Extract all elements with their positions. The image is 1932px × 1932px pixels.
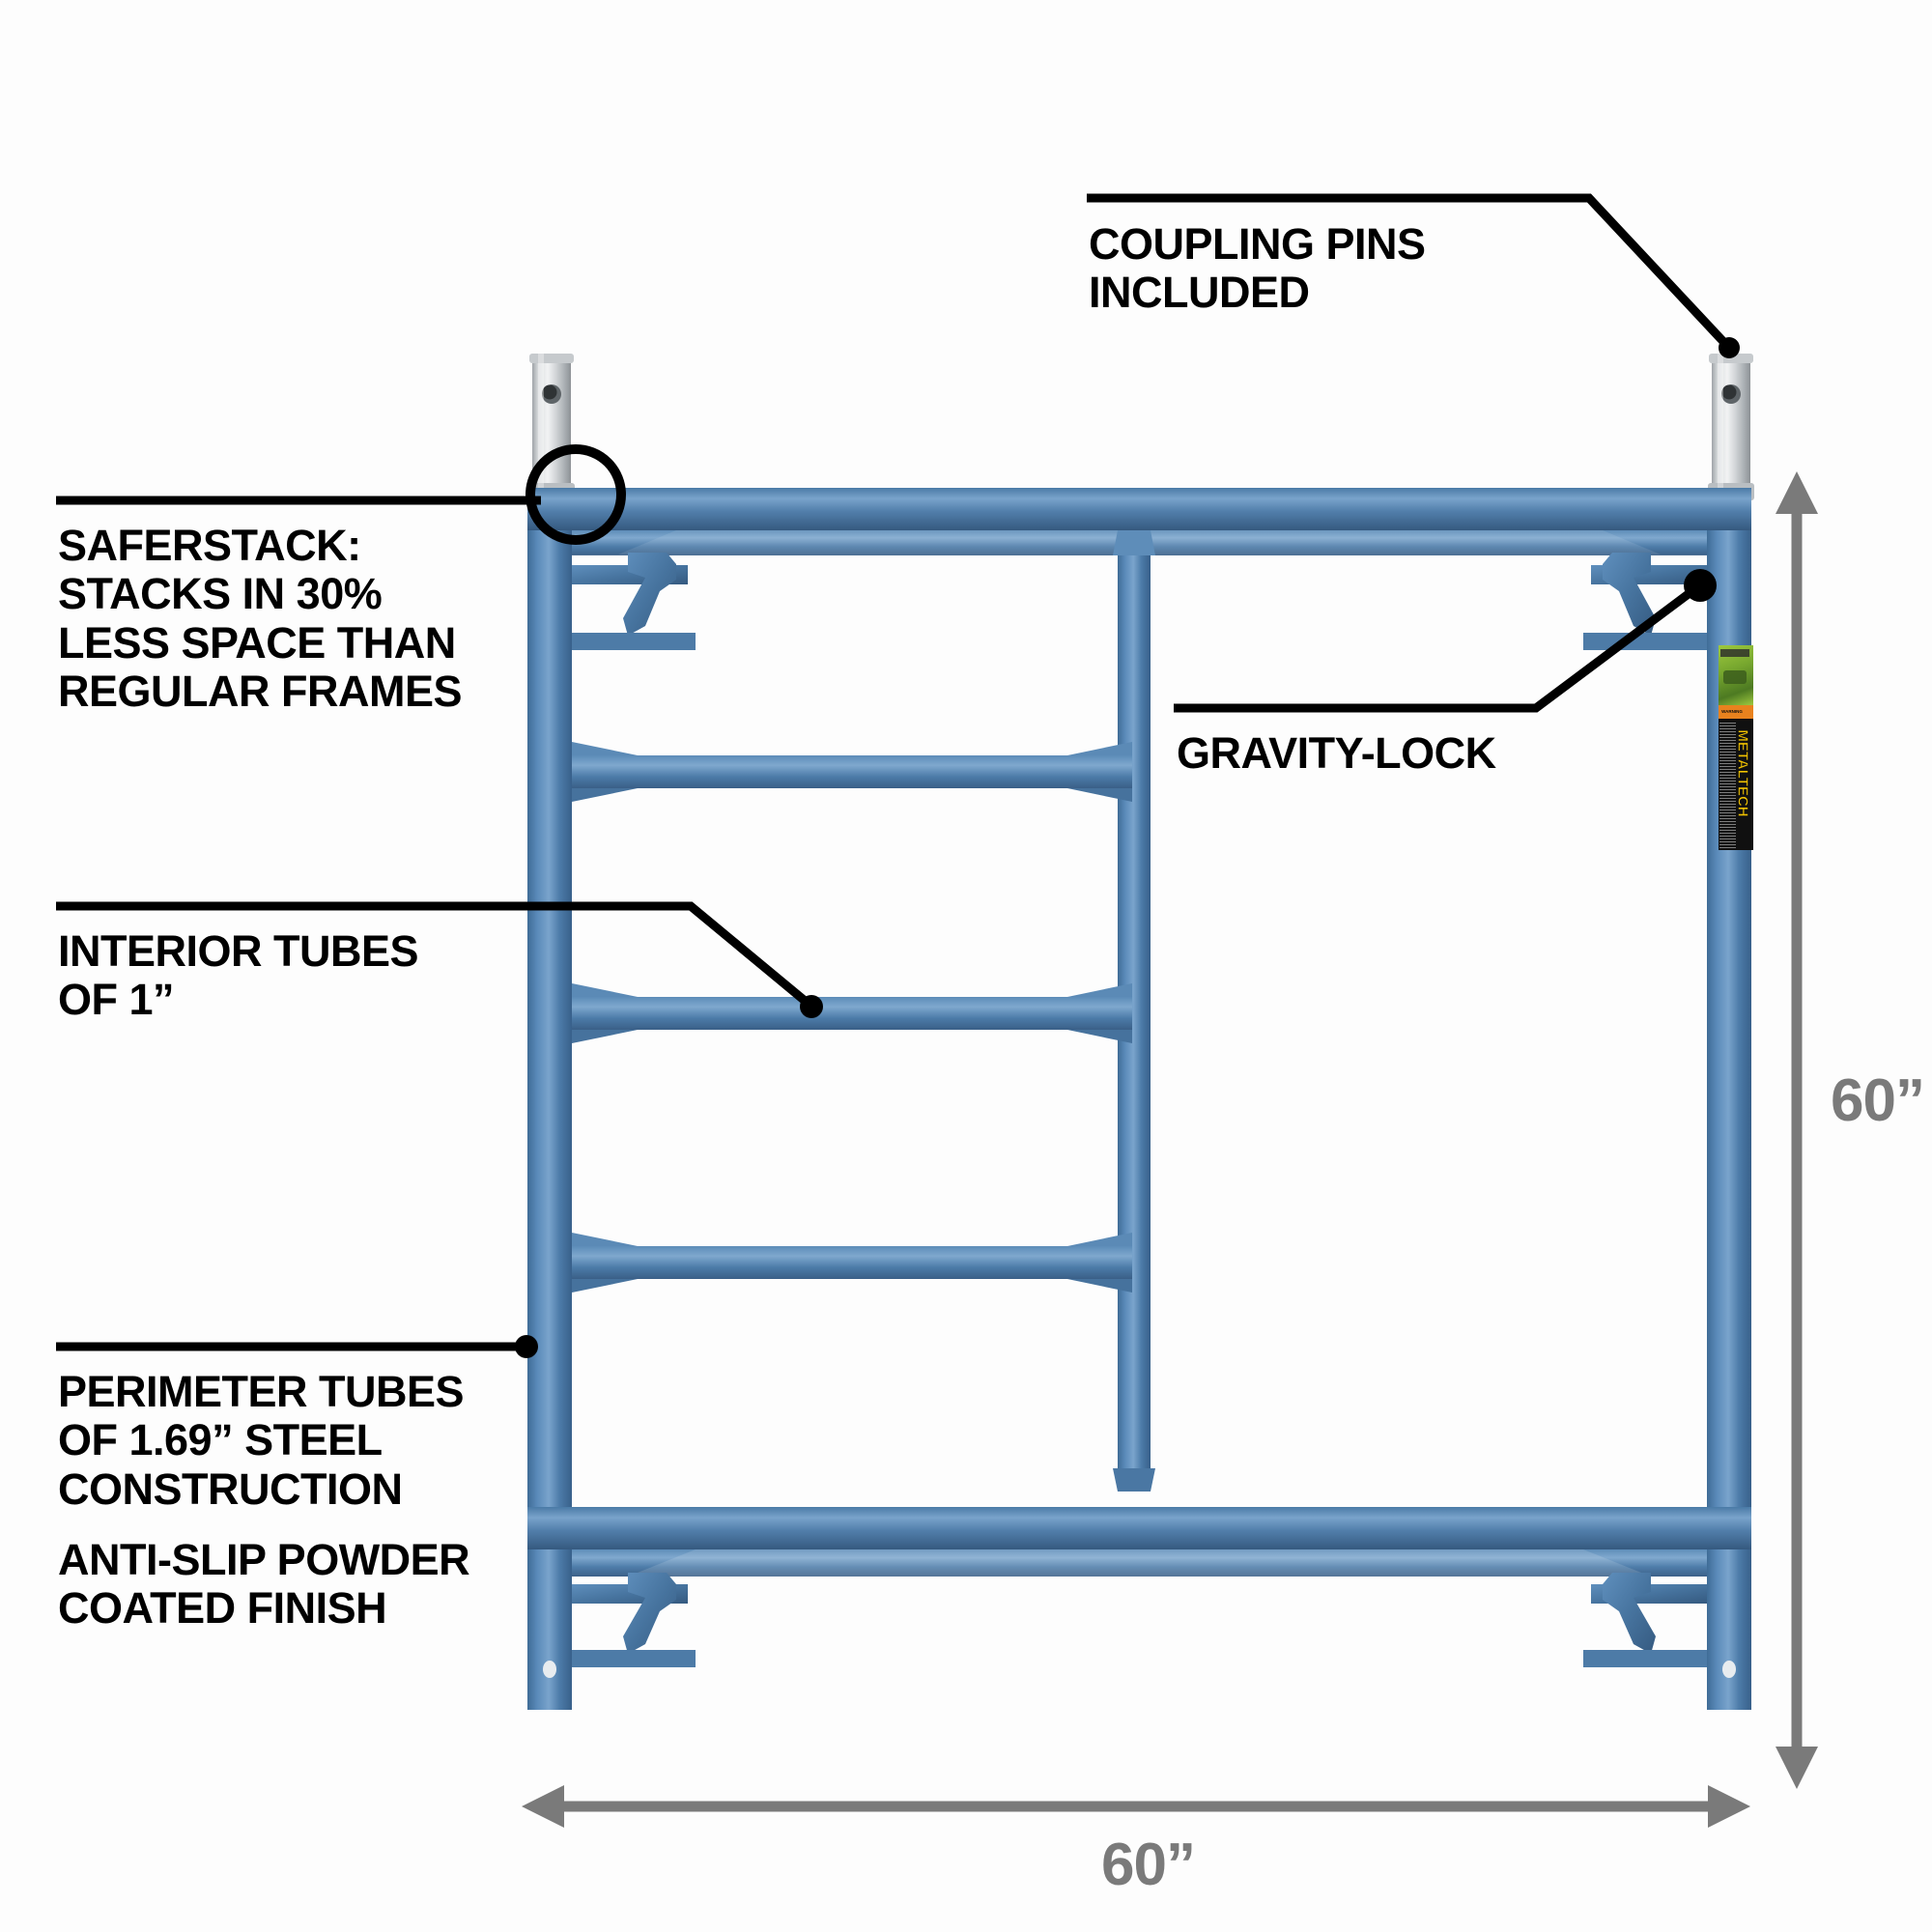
gravity-lock-bottom-right (1583, 1573, 1707, 1667)
dimension-label-height: 60” (1831, 1067, 1925, 1134)
callout-perimeter-tubes: PERIMETER TUBES OF 1.69” STEEL CONSTRUCT… (58, 1367, 465, 1514)
coupling-pin-right (1708, 354, 1754, 500)
left-perimeter-tube (527, 488, 572, 1710)
sticker-brand-band: METALTECH (1719, 719, 1753, 850)
dimension-arrow-width (522, 1785, 1750, 1828)
interior-rung-1 (572, 742, 1132, 802)
callout-gravity-lock: GRAVITY-LOCK (1177, 728, 1496, 778)
gravity-lock-bottom-left (572, 1573, 696, 1667)
metaltech-warning-sticker: WARNING METALTECH (1719, 645, 1753, 850)
top-horizontal-tube (527, 488, 1751, 530)
sticker-photo-band (1719, 645, 1753, 705)
callout-saferstack: SAFERSTACK: STACKS IN 30% LESS SPACE THA… (58, 521, 463, 717)
interior-rung-2 (572, 983, 1132, 1043)
saferstack-highlight-circle (526, 444, 626, 545)
callout-coupling-pins: COUPLING PINS INCLUDED (1089, 219, 1426, 318)
callout-anti-slip: ANTI-SLIP POWDER COATED FINISH (58, 1535, 470, 1634)
callout-interior-tubes: INTERIOR TUBES OF 1” (58, 926, 419, 1025)
sticker-warning-band: WARNING (1719, 705, 1753, 719)
bottom-horizontal-tube (527, 1507, 1751, 1549)
gravity-lock-top-left (572, 553, 696, 650)
leader-coupling-pins (1087, 193, 1740, 358)
leader-perimeter-tubes (56, 1335, 538, 1358)
leader-saferstack (56, 444, 626, 545)
interior-rung-3 (572, 1233, 1132, 1293)
leader-gravity-lock (1174, 569, 1717, 713)
sticker-warning-label: WARNING (1721, 709, 1743, 715)
dimension-arrow-height (1776, 471, 1818, 1789)
leader-interior-tubes (56, 901, 823, 1018)
dimension-label-width: 60” (1101, 1832, 1196, 1898)
